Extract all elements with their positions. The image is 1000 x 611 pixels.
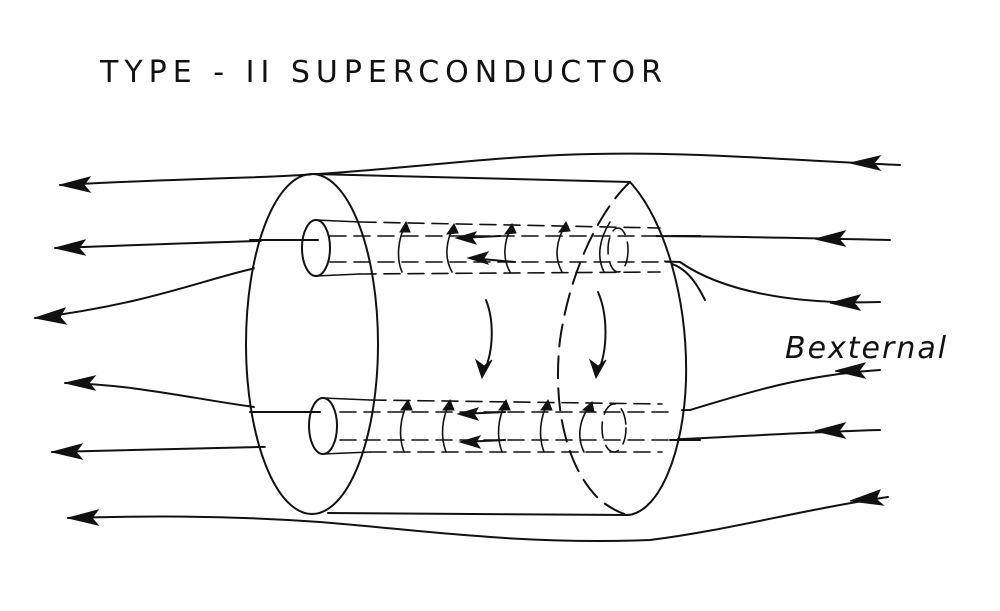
superconductor-cylinder xyxy=(245,173,706,516)
cylinder-front-face xyxy=(245,173,379,515)
vortex-tube-lower xyxy=(308,397,669,455)
arrowhead-left-4 xyxy=(64,375,97,391)
arrowhead-right-4 xyxy=(834,362,867,379)
current-arrow-upper-1 xyxy=(399,220,411,233)
vortex-upper-top-dashed xyxy=(359,221,661,229)
field-line-6 xyxy=(67,496,889,542)
circulation-arrowhead-left xyxy=(475,358,493,380)
vortex-circulation-arrows xyxy=(475,291,607,380)
vortex-lower-bottom-line xyxy=(322,451,371,455)
current-arrow-upper-2 xyxy=(445,222,459,235)
vortex-upper-bottom-dashed xyxy=(359,271,661,275)
cylinder-back-face xyxy=(627,181,688,516)
arrowhead-right-2 xyxy=(814,230,847,247)
current-arrow-lower-2 xyxy=(442,398,455,411)
cylinder-bottom-edge xyxy=(327,512,629,516)
current-arrow-lower-3 xyxy=(498,398,511,411)
current-loop-upper-5 xyxy=(598,221,611,273)
field-line-1 xyxy=(59,152,901,186)
current-arrow-lower-5 xyxy=(581,401,595,413)
arrowhead-left-3 xyxy=(33,307,68,325)
internal-flux-arrowhead-upper-a xyxy=(454,231,478,245)
arrowhead-right-1 xyxy=(849,155,882,171)
internal-flux-arrowhead-upper-b xyxy=(466,251,490,265)
vortex-upper-top-line xyxy=(315,219,361,223)
diagram-title: TYPE - II SUPERCONDUCTOR xyxy=(99,55,668,90)
cylinder-fill xyxy=(247,175,683,515)
vortex-tube-upper xyxy=(301,219,673,277)
current-arrow-lower-4 xyxy=(540,398,553,411)
arrowhead-left-6 xyxy=(67,509,100,526)
current-arrow-lower-1 xyxy=(400,398,413,411)
external-field-label: Bexternal xyxy=(785,331,948,366)
cylinder-back-face-hidden xyxy=(557,181,631,516)
arrowhead-right-3 xyxy=(829,294,862,311)
field-line-outline-right-upper xyxy=(671,263,706,301)
internal-flux-arrowhead-lower-b xyxy=(458,435,482,449)
vortex-upper-back-end xyxy=(607,227,629,273)
arrowhead-right-5 xyxy=(814,422,847,439)
cylinder-top-edge xyxy=(313,173,631,183)
arrowhead-left-5 xyxy=(51,443,84,460)
current-arrow-upper-4 xyxy=(557,220,571,233)
vortex-lower-top-line xyxy=(322,397,371,401)
current-arrow-upper-3 xyxy=(503,222,517,235)
vortex-upper-bottom-line xyxy=(315,273,361,277)
arrowhead-left-2 xyxy=(54,239,87,256)
arrowhead-left-1 xyxy=(59,176,92,193)
arrowhead-right-6 xyxy=(849,489,885,506)
internal-flux-arrowhead-lower-a xyxy=(456,407,480,421)
circulation-arrowhead-right xyxy=(589,358,607,380)
vortex-lower-back-end xyxy=(601,403,627,453)
